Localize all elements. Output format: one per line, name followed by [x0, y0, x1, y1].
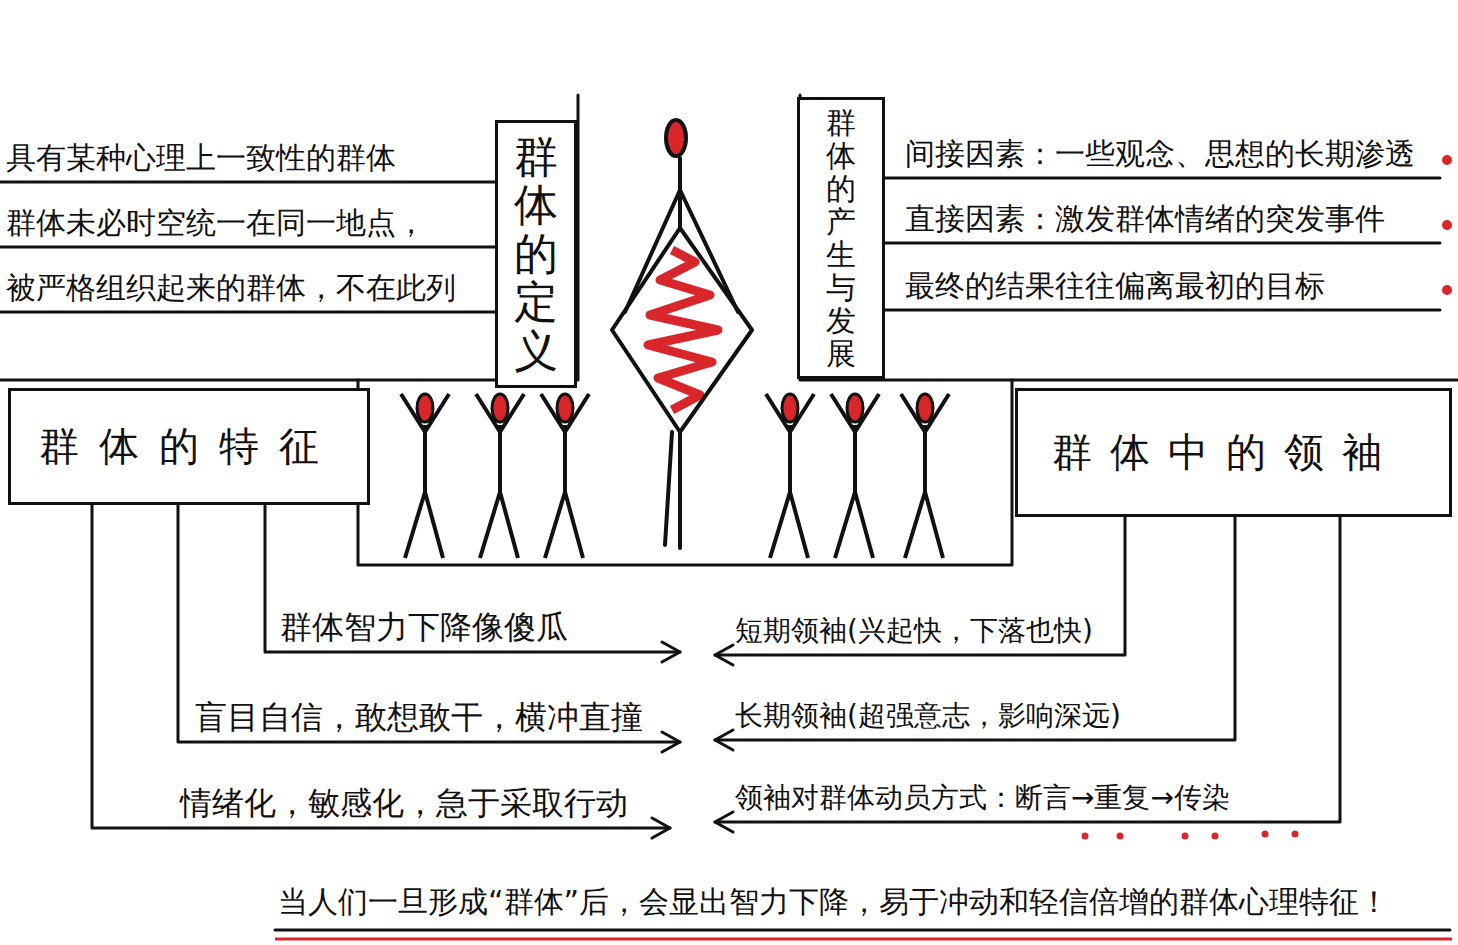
note-text: 间接因素：一些观念、思想的长期渗透 — [905, 136, 1415, 172]
arrowhead — [715, 730, 733, 750]
note-text: 具有某种心理上一致性的群体 — [6, 140, 396, 176]
bullet-dot — [1082, 833, 1089, 840]
arrowhead — [715, 645, 733, 665]
note-text: 群体未必时空统一在同一地点， — [6, 205, 426, 241]
underline — [885, 177, 1440, 180]
crowd-figure — [476, 394, 524, 558]
underline — [0, 181, 495, 184]
crowd-figure — [901, 394, 949, 558]
arrowhead — [715, 812, 733, 832]
heading-box: 群体中的领袖 — [1015, 388, 1452, 517]
note-text: 群体智力下降像傻瓜 — [280, 608, 568, 646]
note-text: 短期领袖(兴起快，下落也快) — [735, 614, 1093, 648]
bullet-dot — [1442, 285, 1452, 295]
banner-diamond — [612, 228, 752, 432]
underline — [0, 311, 495, 314]
note-text: 盲目自信，敢想敢干，横冲直撞 — [195, 698, 643, 736]
figure-head — [666, 120, 686, 156]
heading-text: 群体的定义 — [514, 133, 558, 375]
bullet-dot — [1262, 831, 1269, 838]
heading-text: 群体的特征 — [39, 419, 339, 474]
frame-lines — [0, 95, 1458, 930]
underline — [885, 309, 1440, 312]
heading-box: 群体的特征 — [8, 388, 370, 505]
caption-text: 当人们一旦形成“群体”后，会显出智力下降，易于冲动和轻信倍增的群体心理特征！ — [278, 884, 1389, 920]
arrowhead — [662, 642, 680, 662]
frame-line — [0, 95, 578, 380]
heading-text: 群体的产生与发展 — [826, 106, 856, 370]
bullet-dot — [1292, 831, 1299, 838]
bullet-dot — [1442, 155, 1452, 165]
caption-underline-red — [275, 938, 1452, 941]
note-text: 被严格组织起来的群体，不在此列 — [6, 270, 456, 306]
frame-line — [800, 95, 1458, 380]
leader-arrow — [715, 470, 1340, 822]
heading-text: 群体中的领袖 — [1052, 425, 1400, 480]
bullet-dot — [1117, 833, 1124, 840]
arrowhead — [652, 818, 670, 838]
note-text: 情绪化，敏感化，急于采取行动 — [180, 784, 628, 822]
bullet-dot — [1212, 833, 1219, 840]
crowd-figure — [831, 394, 879, 558]
crowd-figure — [541, 394, 589, 558]
note-text: 长期领袖(超强意志，影响深远) — [735, 699, 1121, 733]
red-scribble — [648, 250, 718, 410]
note-text: 最终的结果往往偏离最初的目标 — [905, 268, 1325, 304]
note-text: 直接因素：激发群体情绪的突发事件 — [905, 201, 1385, 237]
underline — [885, 242, 1440, 245]
caption-underline — [275, 929, 1450, 932]
crowd-figure — [766, 394, 814, 558]
leader-arrow — [92, 470, 670, 828]
bullet-dot — [1442, 220, 1452, 230]
arrowhead — [662, 732, 680, 752]
crowd-figure — [401, 394, 449, 558]
note-text: 领袖对群体动员方式：断言→重复→传染 — [735, 781, 1230, 815]
bullet-dot — [1182, 833, 1189, 840]
leader-figure — [612, 120, 752, 548]
heading-column: 群体的产生与发展 — [797, 97, 885, 379]
stick-body — [625, 158, 738, 548]
underline — [0, 246, 495, 249]
heading-column: 群体的定义 — [495, 120, 577, 388]
